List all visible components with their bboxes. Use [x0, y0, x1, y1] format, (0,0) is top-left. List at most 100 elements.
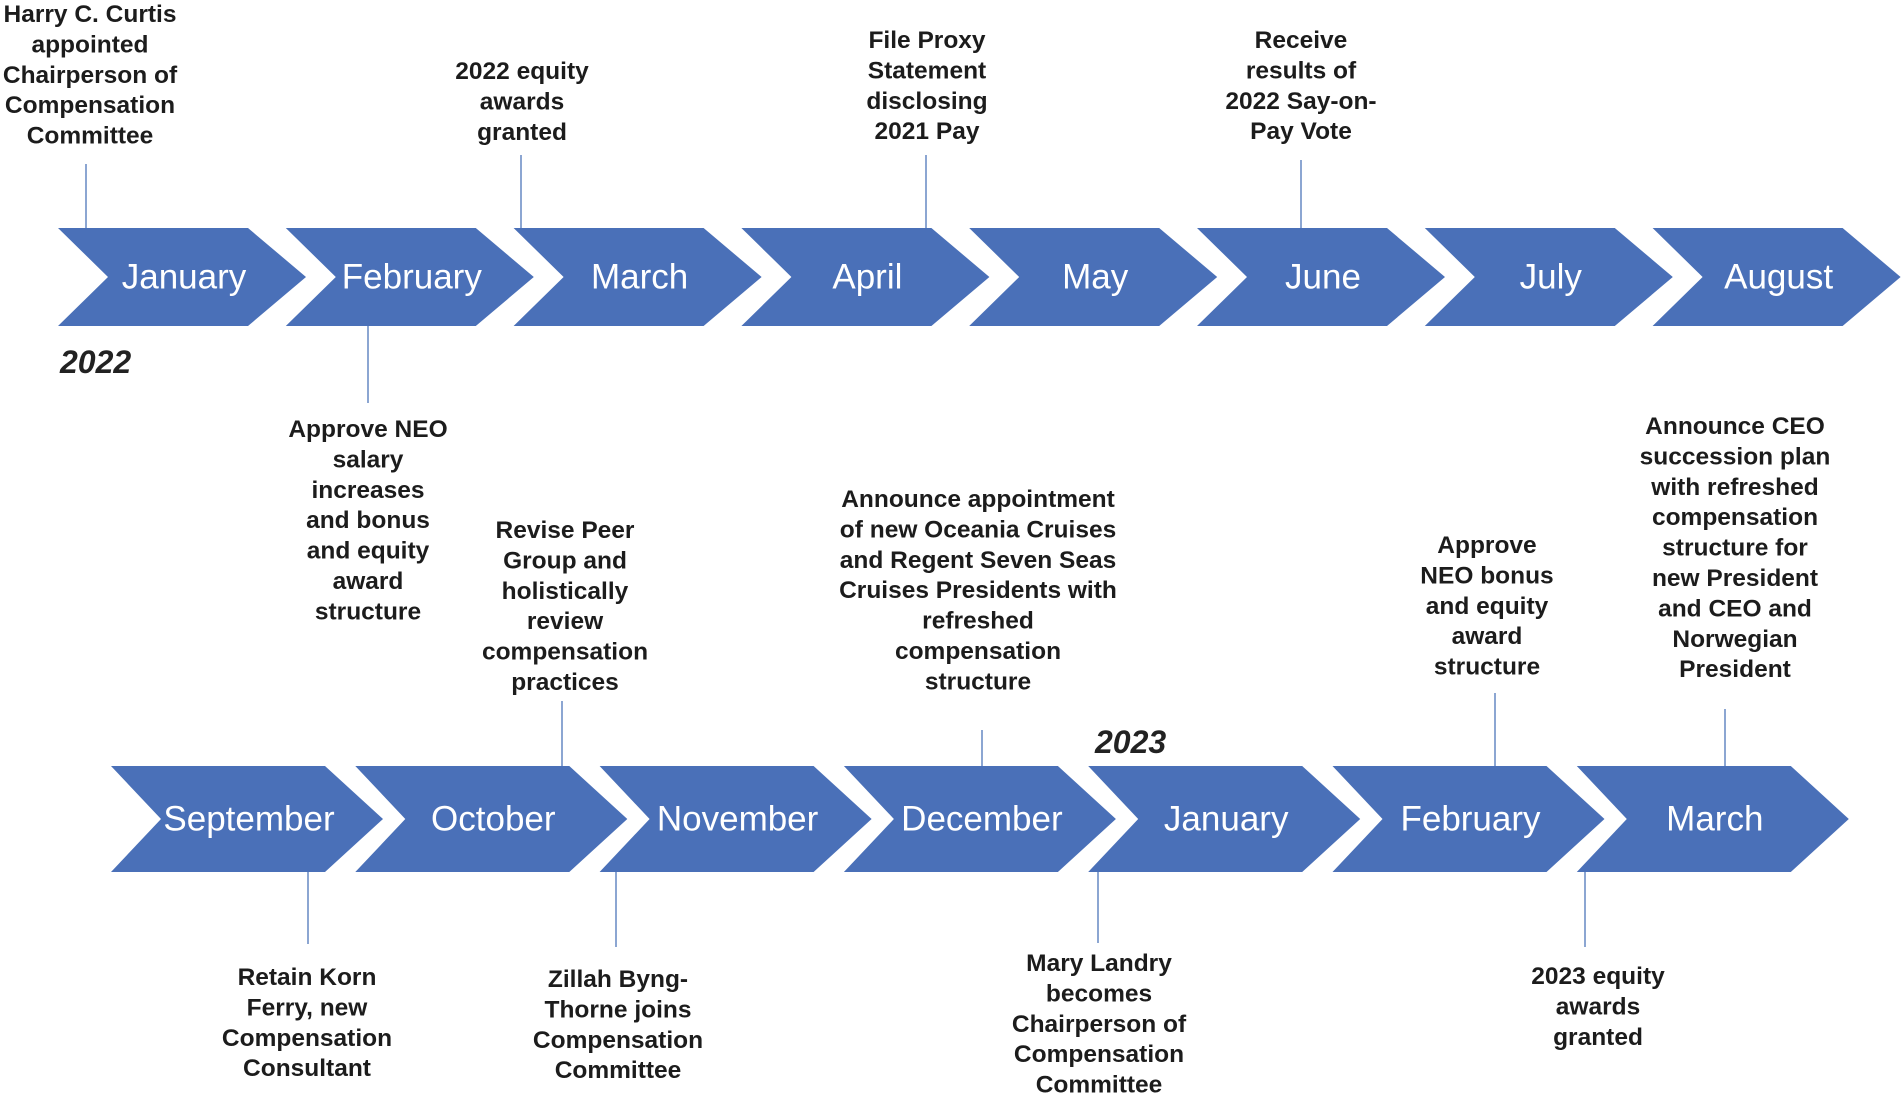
- month-label: May: [1062, 258, 1129, 297]
- event-line: Committee: [555, 1057, 682, 1084]
- event-line: and Regent Seven Seas: [840, 547, 1116, 574]
- event-line: NEO bonus: [1420, 562, 1553, 589]
- event-line: Chairperson of: [3, 62, 178, 89]
- event-line: Compensation: [5, 92, 175, 119]
- event-line: Approve: [1437, 532, 1536, 559]
- chevron-shape: [1088, 766, 1361, 872]
- event-line: structure: [925, 668, 1031, 695]
- month-label: January: [1164, 800, 1289, 839]
- event-line: and equity: [307, 538, 430, 565]
- event-line: File Proxy: [868, 27, 985, 54]
- event-line: Committee: [1036, 1072, 1163, 1099]
- event-line: Chairperson of: [1012, 1011, 1187, 1038]
- month-chevron-october: October: [355, 766, 628, 872]
- month-chevron-february: February: [1332, 766, 1605, 872]
- month-chevron-may: May: [969, 228, 1218, 326]
- chevron-shape: [111, 766, 383, 872]
- event-line: salary: [333, 446, 404, 473]
- event-line: Approve NEO: [288, 416, 447, 443]
- event-line: succession plan: [1640, 443, 1831, 470]
- event-line: 2022 equity: [455, 58, 589, 85]
- chevron-shape: [1424, 228, 1673, 326]
- month-label: February: [1400, 800, 1541, 839]
- month-label: March: [1666, 800, 1763, 839]
- month-label: October: [431, 800, 556, 839]
- month-chevron-march: March: [513, 228, 762, 326]
- event-line: Group and: [503, 547, 627, 574]
- chevron-shape: [513, 228, 762, 326]
- chevron-shape: [1197, 228, 1445, 326]
- chevron-shape: [58, 228, 306, 326]
- chevron-shape: [285, 228, 534, 326]
- month-chevron-june: June: [1197, 228, 1445, 326]
- month-chevron-january: January: [1088, 766, 1361, 872]
- event-line: and bonus: [306, 507, 430, 534]
- month-chevron-december: December: [843, 766, 1116, 872]
- event-line: 2021 Pay: [875, 118, 980, 145]
- chevron-shape: [1652, 228, 1901, 326]
- event-line: structure for: [1662, 535, 1808, 562]
- event-line: Committee: [27, 123, 154, 150]
- event-line: and CEO and: [1658, 595, 1812, 622]
- chevron-shape: [741, 228, 990, 326]
- month-label: July: [1520, 258, 1583, 297]
- year-2023-label: 2023: [1094, 724, 1166, 760]
- month-label: November: [657, 800, 819, 839]
- month-label: September: [163, 800, 335, 839]
- month-label: December: [901, 800, 1063, 839]
- event-line: Cruises Presidents with: [839, 577, 1117, 604]
- event-line: Norwegian: [1672, 626, 1797, 653]
- event-line: with refreshed: [1650, 474, 1818, 501]
- chevron-shape: [599, 766, 872, 872]
- event-line: awards: [480, 88, 564, 115]
- month-chevron-july: July: [1424, 228, 1673, 326]
- event-line: President: [1679, 656, 1791, 683]
- event-line: Retain Korn: [238, 964, 377, 991]
- event-line: Harry C. Curtis: [4, 1, 177, 28]
- event-line: granted: [1553, 1024, 1643, 1051]
- month-chevron-april: April: [741, 228, 990, 326]
- event-line: review: [527, 608, 604, 635]
- chevron-shape: [355, 766, 628, 872]
- event-line: compensation: [895, 638, 1061, 665]
- month-label: January: [122, 258, 247, 297]
- month-chevron-september: September: [111, 766, 383, 872]
- event-line: holistically: [502, 578, 629, 605]
- year-2022-label: 2022: [59, 344, 131, 380]
- month-label: March: [591, 258, 688, 297]
- event-line: practices: [511, 669, 619, 696]
- month-label: April: [832, 258, 902, 297]
- event-line: Consultant: [243, 1055, 371, 1082]
- chevron-shape: [969, 228, 1218, 326]
- event-line: Mary Landry: [1026, 950, 1172, 977]
- chevron-shape: [1576, 766, 1849, 872]
- event-line: increases: [311, 477, 424, 504]
- event-line: and equity: [1426, 593, 1549, 620]
- event-line: Announce appointment: [841, 486, 1115, 513]
- event-line: new President: [1652, 565, 1818, 592]
- event-line: Pay Vote: [1250, 118, 1352, 145]
- chevron-shape: [843, 766, 1116, 872]
- event-line: 2022 Say-on-: [1225, 88, 1376, 115]
- event-line: Compensation: [1014, 1041, 1184, 1068]
- event-line: compensation: [482, 639, 648, 666]
- event-line: compensation: [1652, 504, 1818, 531]
- event-line: Ferry, new: [247, 994, 369, 1021]
- event-line: becomes: [1046, 980, 1152, 1007]
- month-label: February: [342, 258, 483, 297]
- event-line: awards: [1556, 993, 1640, 1020]
- event-line: Compensation: [533, 1027, 703, 1054]
